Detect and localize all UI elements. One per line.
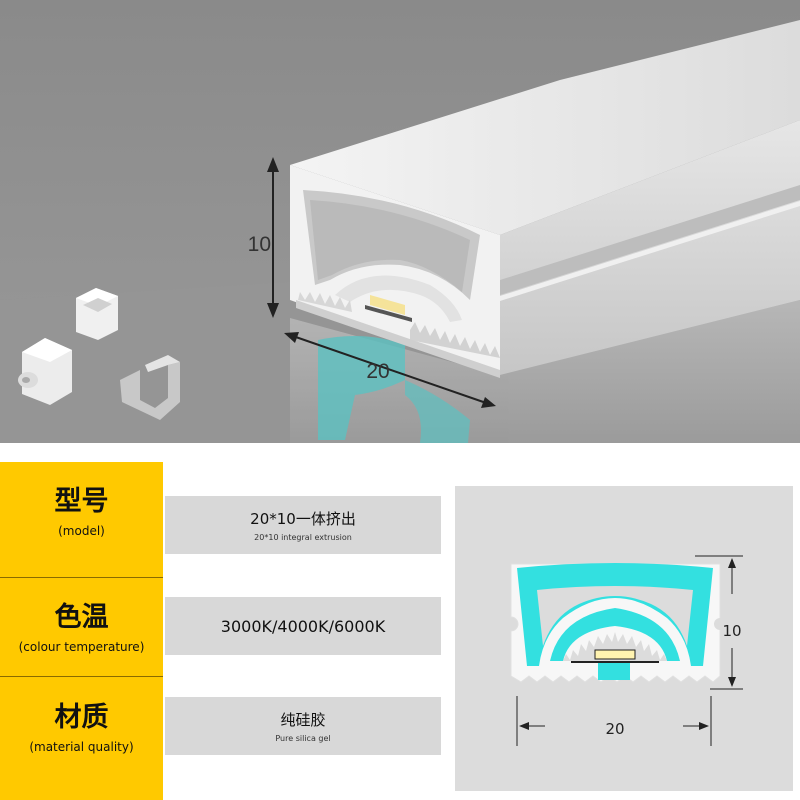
profile-cross-section <box>290 165 500 378</box>
spec-label-column: 型号 (model) 色温 (colour temperature) 材质 (m… <box>0 462 163 800</box>
spec-label-model: 型号 (model) <box>0 462 163 561</box>
spec-value-material: 纯硅胶 Pure silica gel <box>165 697 441 755</box>
spec-label-sub: (colour temperature) <box>18 639 145 654</box>
spec-value-colour-temperature: 3000K/4000K/6000K <box>165 597 441 655</box>
spec-label-material: 材质 (material quality) <box>0 678 163 777</box>
spec-label-sub: (model) <box>58 523 105 538</box>
spec-divider <box>0 577 163 578</box>
accessory-plug-cap <box>18 338 72 405</box>
diagram-height-label: 10 <box>722 622 741 640</box>
accessory-end-cap <box>76 288 118 340</box>
led-chip <box>594 649 636 660</box>
diagram-height-dimension: 10 <box>695 555 743 690</box>
diagram-width-dimension: 20 <box>516 696 712 746</box>
spec-divider <box>0 676 163 677</box>
spec-label-colour-temperature: 色温 (colour temperature) <box>0 578 163 677</box>
spec-label-main: 色温 <box>54 601 109 633</box>
profile-top-face <box>290 20 800 235</box>
diagram-width-label: 20 <box>605 720 624 738</box>
spec-value-model: 20*10一体挤出 20*10 integral extrusion <box>165 496 441 554</box>
cross-section-diagram: 10 20 <box>455 486 793 791</box>
spec-label-main: 材质 <box>54 701 109 733</box>
spec-value-main: 3000K/4000K/6000K <box>220 616 386 636</box>
height-dimension: 10 <box>248 157 279 318</box>
width-dimension: 20 <box>284 332 496 408</box>
spec-value-main: 纯硅胶 <box>280 711 326 729</box>
height-dimension-label: 10 <box>248 233 271 256</box>
accessory-mounting-clip <box>120 355 180 420</box>
spec-value-sub: 20*10 integral extrusion <box>254 533 352 542</box>
spec-value-main: 20*10一体挤出 <box>250 510 356 528</box>
spec-label-main: 型号 <box>54 485 109 517</box>
spec-value-sub: Pure silica gel <box>275 734 331 743</box>
product-render: 10 20 <box>0 0 800 443</box>
spec-label-sub: (material quality) <box>29 739 134 754</box>
width-dimension-label: 20 <box>366 360 389 383</box>
profile-reflection <box>290 300 800 443</box>
